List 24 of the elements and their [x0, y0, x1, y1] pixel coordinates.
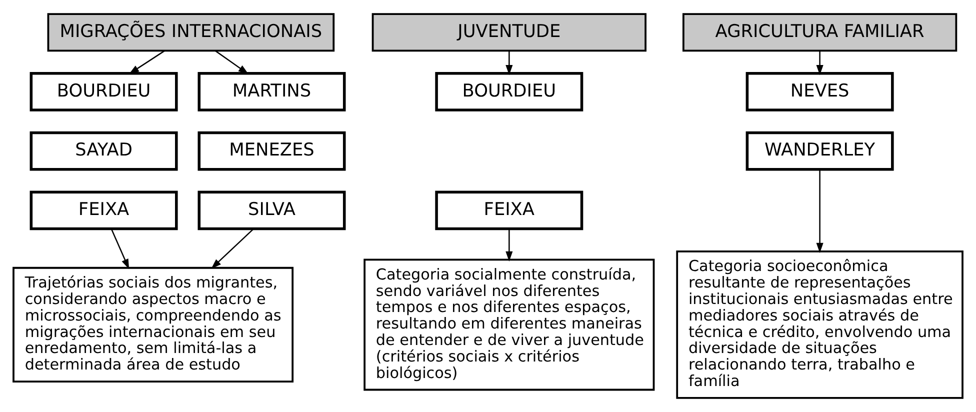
node-box: Trajetórias sociais dos migrantes, considerando aspectos macro e microssociais, compreendendo as migrações internacionais em seu enredamento, sem limitá-las a determinada área de estudo — [12, 266, 294, 382]
node-box: BOURDIEU — [435, 72, 584, 112]
node-box: AGRICULTURA FAMILIAR — [682, 13, 958, 52]
arrow — [128, 50, 166, 74]
node-box: Categoria socialmente construída, sendo variável nos diferentes tempos e nos diferentes espaços, resultando em diferentes maneiras de entender e de viver a juventude (critérios sociais x critérios biológicos) — [364, 258, 655, 391]
node-box: Categoria socioeconômica resultante de representações institucionais entusiasmadas entre mediadores sociais através de técnica e crédito, envolvendo uma diversidade de situações relacionando terra, trabalho e família — [676, 250, 964, 399]
node-box: JUVENTUDE — [372, 13, 646, 52]
arrow — [211, 228, 254, 269]
arrow — [816, 170, 824, 253]
node-box: WANDERLEY — [746, 131, 894, 171]
node-box: SILVA — [198, 190, 346, 230]
node-box: MIGRAÇÕES INTERNACIONAIS — [47, 13, 335, 52]
node-box: MARTINS — [198, 72, 346, 112]
arrow — [214, 50, 249, 74]
arrow — [110, 228, 130, 270]
node-box: NEVES — [746, 72, 894, 112]
node-box: SAYAD — [30, 131, 178, 171]
arrow — [506, 51, 513, 76]
arrow — [816, 51, 824, 76]
node-box: BOURDIEU — [30, 72, 178, 112]
arrow — [506, 229, 513, 262]
node-box: FEIXA — [435, 190, 584, 230]
node-box: FEIXA — [30, 190, 178, 230]
node-box: MENEZES — [198, 131, 346, 171]
